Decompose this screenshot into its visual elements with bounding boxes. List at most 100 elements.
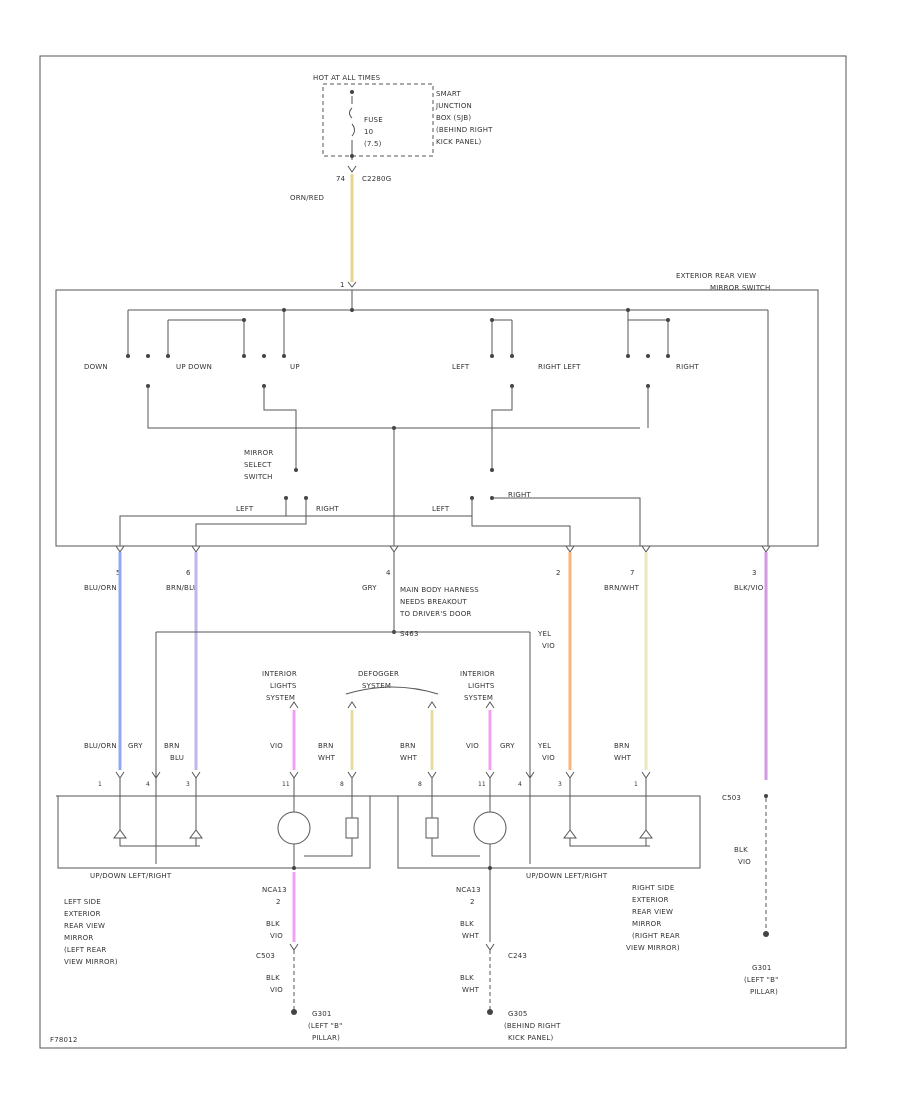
svg-text:REAR VIEW: REAR VIEW xyxy=(64,922,105,930)
top-arrows xyxy=(289,701,495,709)
svg-text:BRN: BRN xyxy=(614,742,630,750)
svg-text:6: 6 xyxy=(186,569,191,577)
gl-g: G301 xyxy=(312,1010,332,1018)
svg-text:RIGHT SIDE: RIGHT SIDE xyxy=(632,884,674,892)
fuse-symbol xyxy=(349,96,355,160)
gr-loc-1: (LEFT "B" xyxy=(744,976,779,984)
sel-right-r: RIGHT xyxy=(508,491,531,499)
svg-text:WHT: WHT xyxy=(614,754,632,762)
gl-s1: NCA13 xyxy=(262,886,287,894)
svg-text:EXTERIOR: EXTERIOR xyxy=(64,910,101,918)
sel-left-l: LEFT xyxy=(236,505,254,513)
gl-loc-1: (LEFT "B" xyxy=(308,1022,343,1030)
svg-text:(7.5): (7.5) xyxy=(364,140,382,148)
gm-w2: WHT xyxy=(462,932,480,940)
switch-pin-1: 1 xyxy=(340,281,345,289)
svg-text:BRN: BRN xyxy=(318,742,334,750)
svg-text:JUNCTION: JUNCTION xyxy=(435,102,472,110)
svg-text:LIGHTS: LIGHTS xyxy=(468,682,495,690)
gm-arrow xyxy=(485,943,495,951)
left-mirror-pins: 1 4 3 11 8 xyxy=(98,781,344,788)
gl-arrow xyxy=(289,943,299,951)
gr-node-1 xyxy=(764,794,768,798)
svg-text:INTERIOR: INTERIOR xyxy=(460,670,495,678)
switch-title: EXTERIOR REAR VIEW MIRROR SWITCH xyxy=(676,272,770,292)
gm-loc-2: KICK PANEL) xyxy=(508,1034,553,1042)
svg-text:MIRROR SWITCH: MIRROR SWITCH xyxy=(710,284,770,292)
yel-side-1: YEL xyxy=(537,630,551,638)
gm-c243: C243 xyxy=(508,952,527,960)
gry-harness xyxy=(155,631,531,780)
defogger-bracket xyxy=(345,686,439,695)
svg-text:SYSTEM: SYSTEM xyxy=(266,694,295,702)
left-mirror-sub: UP/DOWN LEFT/RIGHT xyxy=(90,872,172,880)
svg-text:BLU/ORN: BLU/ORN xyxy=(84,742,117,750)
conn-c2280g: C2280G xyxy=(362,175,391,183)
gr-ground xyxy=(763,931,769,937)
defogger-label: DEFOGGER SYSTEM xyxy=(358,670,399,690)
svg-text:LEFT SIDE: LEFT SIDE xyxy=(64,898,101,906)
svg-text:10: 10 xyxy=(364,128,373,136)
switch-pins: 5 BLU/ORN 6 BRN/BLU 4 GRY 2 7 BRN/WHT 3 … xyxy=(84,569,764,592)
svg-text:TO DRIVER'S DOOR: TO DRIVER'S DOOR xyxy=(399,610,471,618)
left-mirror-label: LEFT SIDE EXTERIOR REAR VIEW MIRROR (LEF… xyxy=(64,898,118,966)
svg-text:SWITCH: SWITCH xyxy=(244,473,273,481)
sw-bus-node xyxy=(350,308,354,312)
svg-text:BLU: BLU xyxy=(170,754,184,762)
label-left: LEFT xyxy=(452,363,470,371)
gm-loc-1: (BEHIND RIGHT xyxy=(504,1022,561,1030)
sel-right-l: RIGHT xyxy=(316,505,339,513)
label-right: RIGHT xyxy=(676,363,699,371)
label-up-down: UP DOWN xyxy=(176,363,212,371)
svg-text:7: 7 xyxy=(630,569,635,577)
svg-text:REAR VIEW: REAR VIEW xyxy=(632,908,673,916)
footer-code: F78012 xyxy=(50,1036,78,1044)
svg-text:8: 8 xyxy=(340,781,344,788)
yel-side-2: VIO xyxy=(542,642,555,650)
gl-ground xyxy=(291,1009,297,1015)
svg-text:4: 4 xyxy=(386,569,391,577)
label-up: UP xyxy=(290,363,300,371)
svg-text:EXTERIOR: EXTERIOR xyxy=(632,896,669,904)
svg-text:YEL: YEL xyxy=(537,742,551,750)
label-down: DOWN xyxy=(84,363,108,371)
fuse-label: FUSE 10 (7.5) xyxy=(364,116,383,148)
gl-w1: BLK xyxy=(266,920,280,928)
sel-node-l xyxy=(294,468,298,472)
right-mirror-box xyxy=(397,795,701,869)
sw-network xyxy=(147,386,649,468)
right-mirror-motors xyxy=(425,778,653,868)
wire-orn-red-label: ORN/RED xyxy=(290,194,324,202)
svg-text:GRY: GRY xyxy=(128,742,143,750)
svg-text:1: 1 xyxy=(634,781,638,788)
svg-text:5: 5 xyxy=(116,569,121,577)
fuse-node-bot xyxy=(350,154,354,158)
sel-node-r xyxy=(490,468,494,472)
svg-text:NEEDS BREAKOUT: NEEDS BREAKOUT xyxy=(400,598,467,606)
svg-text:(RIGHT REAR: (RIGHT REAR xyxy=(632,932,680,940)
gm-w1: BLK xyxy=(460,920,474,928)
switch-box xyxy=(55,289,819,547)
left-wire-labels: BLU/ORN GRY BRN BLU VIO BRN WHT xyxy=(84,742,335,762)
outer-frame xyxy=(39,55,847,1049)
gr-wire-1: BLK xyxy=(734,846,748,854)
pin-arrows xyxy=(115,545,771,553)
svg-text:MIRROR: MIRROR xyxy=(64,934,93,942)
svg-text:SYSTEM: SYSTEM xyxy=(362,682,391,690)
right-mirror-label: RIGHT SIDE EXTERIOR REAR VIEW MIRROR (RI… xyxy=(626,884,680,952)
bus-drops xyxy=(127,308,769,546)
hot-at-all-times: HOT AT ALL TIMES xyxy=(313,74,381,82)
gm-s2: 2 xyxy=(470,898,475,906)
svg-text:1: 1 xyxy=(98,781,102,788)
switch-pin-top-conn xyxy=(347,281,357,288)
svg-text:GRY: GRY xyxy=(500,742,515,750)
svg-text:GRY: GRY xyxy=(362,584,377,592)
svg-text:S463: S463 xyxy=(400,630,419,638)
svg-text:4: 4 xyxy=(518,781,522,788)
svg-text:3: 3 xyxy=(558,781,562,788)
harness-note: MAIN BODY HARNESS NEEDS BREAKOUT TO DRIV… xyxy=(399,586,479,638)
svg-text:BOX (SJB): BOX (SJB) xyxy=(436,114,471,122)
svg-text:KICK PANEL): KICK PANEL) xyxy=(436,138,481,146)
gl-w3: BLK xyxy=(266,974,280,982)
